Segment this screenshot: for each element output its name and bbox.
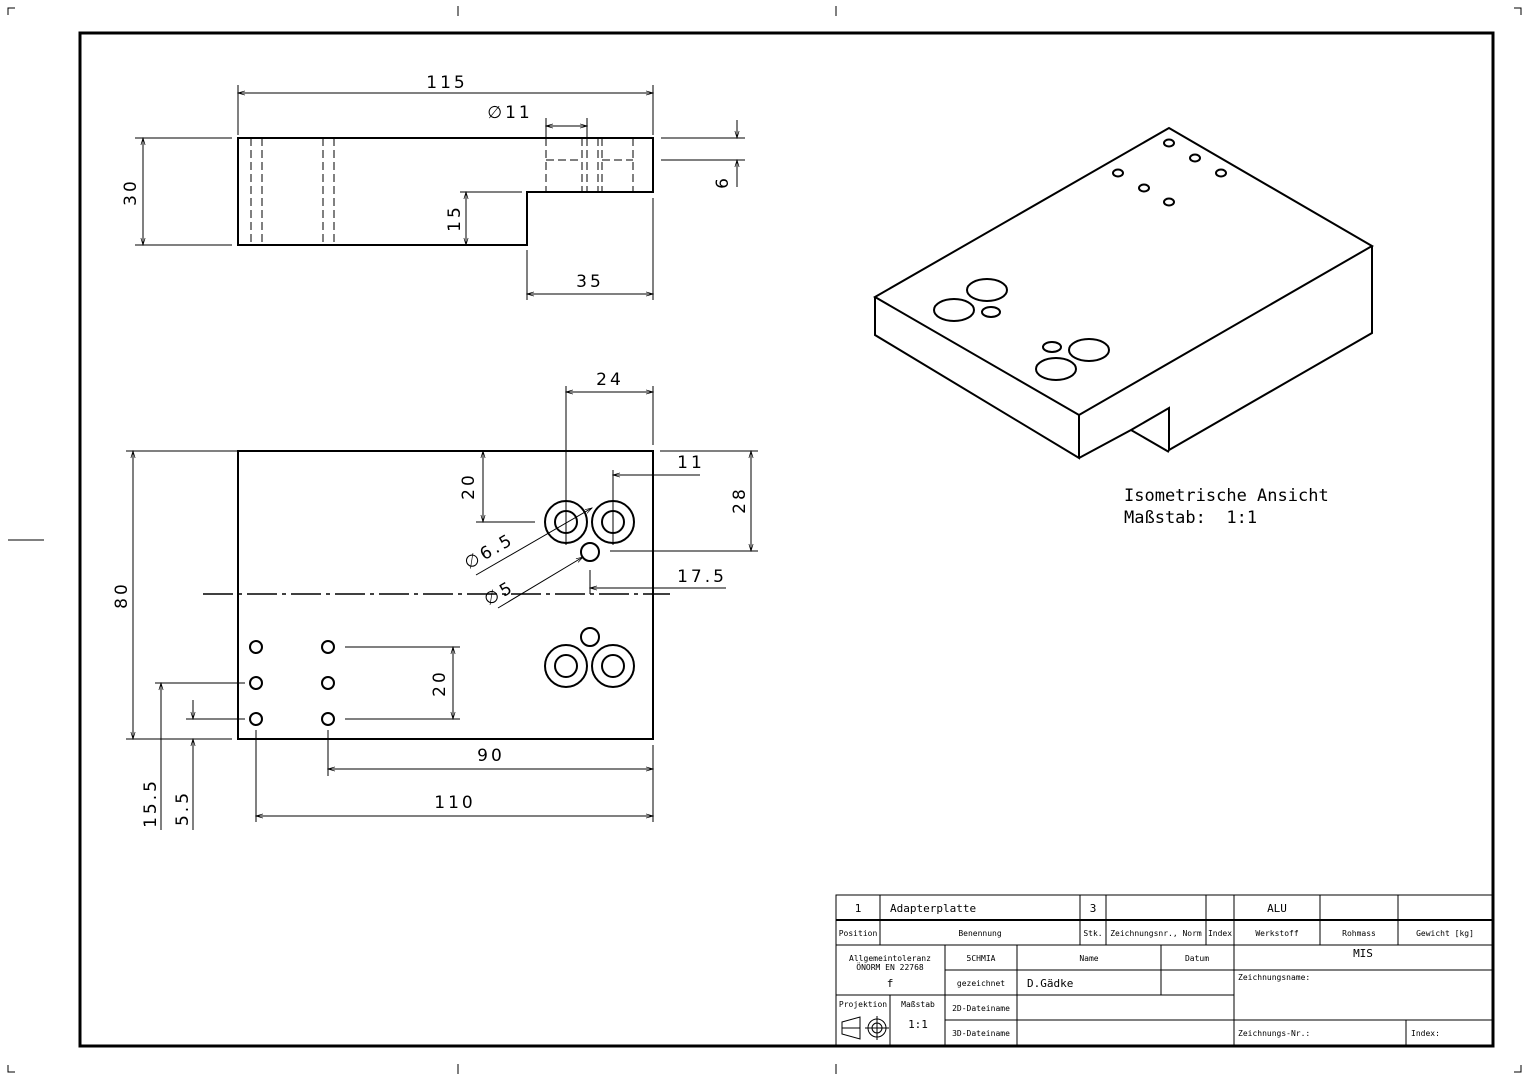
tb-scale: 1:1	[908, 1018, 928, 1031]
dim-dia-5: ∅5	[481, 577, 518, 610]
tb-h-zeichnungsnr: Zeichnungsnr., Norm	[1110, 929, 1202, 938]
dim-hole-diameter: ∅11	[487, 103, 532, 123]
tb-h-rohmass: Rohmass	[1342, 929, 1376, 938]
front-view: 24 20 11 28 ∅6.5 ∅5 17.5 80 20 90 110 15…	[112, 370, 758, 830]
tb-company: MIS	[1353, 947, 1373, 960]
dim-20-top: 20	[459, 472, 479, 500]
tb-massstab: Maßstab	[901, 1000, 935, 1009]
tb-h-gewicht: Gewicht [kg]	[1416, 929, 1474, 938]
dim-110: 110	[434, 793, 475, 813]
tb-zeichnungs-nr: Zeichnungs-Nr.:	[1238, 1029, 1310, 1038]
tb-projektion: Projektion	[839, 1000, 887, 1009]
projection-symbol-icon	[841, 1016, 889, 1040]
tb-position: 1	[855, 902, 862, 915]
tb-file-2d: 2D-Dateiname	[952, 1004, 1010, 1013]
dim-step-height: 15	[445, 204, 465, 232]
side-view: 115 ∅11 30 15 6 35	[121, 73, 745, 300]
dim-20-pitch: 20	[430, 669, 450, 697]
tb-file-3d: 3D-Dateiname	[952, 1029, 1010, 1038]
tb-h-benennung: Benennung	[958, 929, 1002, 938]
tb-tolerance-2: ÖNORM EN 22768	[856, 962, 924, 972]
dim-90: 90	[477, 746, 505, 766]
dim-80: 80	[112, 581, 132, 609]
tb-h-stk: Stk.	[1083, 929, 1102, 938]
dim-top-depth: 6	[713, 175, 733, 189]
tb-h-name: Name	[1079, 954, 1098, 963]
tb-school: 5CHMIA	[967, 954, 996, 963]
dim-5-5: 5.5	[173, 790, 193, 826]
dim-length: 115	[426, 73, 467, 93]
tb-drawn-by: D.Gädke	[1027, 977, 1073, 990]
tb-tolerance-1: Allgemeintoleranz	[849, 954, 931, 963]
dim-height: 30	[121, 178, 141, 206]
tb-h-datum: Datum	[1185, 954, 1209, 963]
dim-11: 11	[677, 453, 705, 473]
tb-benennung: Adapterplatte	[890, 902, 976, 915]
dim-17-5: 17.5	[677, 567, 727, 587]
tb-h-position: Position	[839, 929, 878, 938]
iso-view-title: Isometrische Ansicht	[1124, 486, 1329, 506]
dim-28: 28	[730, 486, 750, 514]
tb-zeichnungsname: Zeichnungsname:	[1238, 973, 1310, 982]
tb-h-werkstoff: Werkstoff	[1255, 929, 1299, 938]
tb-tolerance-class: f	[887, 977, 894, 990]
isometric-view: Isometrische Ansicht Maßstab: 1:1	[872, 126, 1374, 528]
tb-gezeichnet: gezeichnet	[957, 979, 1005, 988]
tb-h-index: Index	[1208, 929, 1232, 938]
tb-index-label: Index:	[1411, 1029, 1440, 1038]
drawing-frame	[78, 31, 1495, 1048]
tb-werkstoff: ALU	[1267, 902, 1287, 915]
dim-step-length: 35	[576, 272, 604, 292]
dim-15-5: 15.5	[141, 778, 161, 828]
sheet-marks	[7, 6, 1522, 1074]
tb-stk: 3	[1090, 902, 1097, 915]
title-block: 1 Adapterplatte 3 ALU Position Benennung…	[835, 894, 1494, 1047]
iso-view-scale: Maßstab: 1:1	[1124, 508, 1257, 528]
dim-24: 24	[596, 370, 624, 390]
